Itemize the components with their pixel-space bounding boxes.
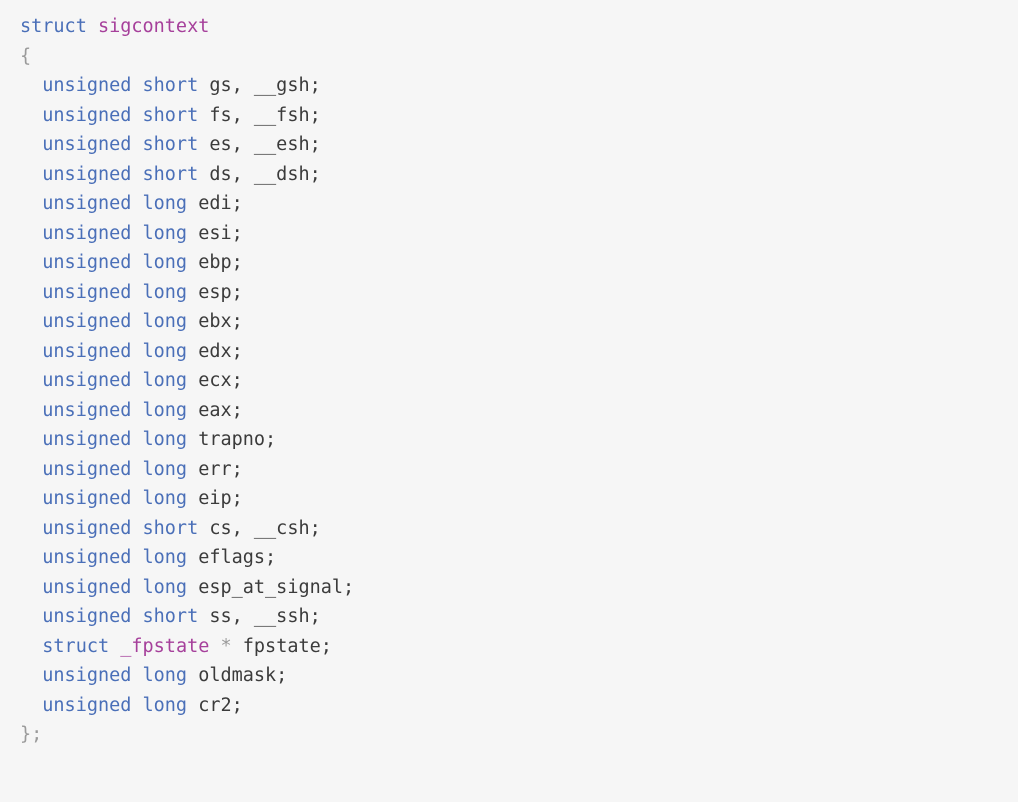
open-brace: { xyxy=(20,45,32,67)
field-type: unsigned short xyxy=(42,134,199,155)
code-line-field: unsigned short fs, __fsh; xyxy=(20,101,1018,131)
field-type: unsigned long xyxy=(42,340,188,362)
field-type: unsigned long xyxy=(42,311,188,332)
field-type: unsigned long xyxy=(42,399,188,421)
field-rest: eax; xyxy=(187,399,243,421)
code-line-field: unsigned long edx; xyxy=(20,337,1018,367)
code-line-field: unsigned long trapno; xyxy=(20,425,1018,455)
field-type: unsigned long xyxy=(42,222,188,244)
field-rest: ecx; xyxy=(187,370,243,391)
field-rest: trapno; xyxy=(187,429,277,450)
field-rest: oldmask; xyxy=(187,665,288,686)
field-type: unsigned long xyxy=(42,576,188,598)
code-line-field: unsigned long ebp; xyxy=(20,248,1018,278)
field-type: unsigned long xyxy=(42,488,188,509)
field-rest: esp_at_signal; xyxy=(187,576,355,598)
field-type: unsigned long xyxy=(42,281,188,303)
field-rest: cr2; xyxy=(187,694,243,716)
code-line-field: unsigned short gs, __gsh; xyxy=(20,71,1018,101)
field-type: unsigned short xyxy=(42,163,199,185)
field-type: unsigned short xyxy=(42,606,199,627)
code-line-field: unsigned long esp; xyxy=(20,278,1018,308)
field-type: unsigned long xyxy=(42,252,188,273)
code-line-field: unsigned long esi; xyxy=(20,219,1018,249)
field-type: unsigned long xyxy=(42,694,188,716)
field-type: unsigned short xyxy=(42,104,199,126)
field-rest: fs, __fsh; xyxy=(198,104,321,126)
field-type: unsigned long xyxy=(42,458,188,480)
field-rest: esi; xyxy=(187,222,243,244)
code-line-field: unsigned short ss, __ssh; xyxy=(20,602,1018,632)
code-line-field: unsigned short cs, __csh; xyxy=(20,514,1018,544)
pointer-star: * xyxy=(209,635,232,657)
field-rest: edx; xyxy=(187,340,243,362)
code-line-field: unsigned long eax; xyxy=(20,396,1018,426)
code-line-field: unsigned long eip; xyxy=(20,484,1018,514)
struct-name: sigcontext xyxy=(97,16,210,37)
field-type: unsigned short xyxy=(42,75,199,96)
code-line-field: unsigned long cr2; xyxy=(20,691,1018,721)
code-line-field: unsigned long esp_at_signal; xyxy=(20,573,1018,603)
fpstate-field-rest: fpstate; xyxy=(231,635,332,657)
field-rest: err; xyxy=(187,458,243,480)
field-rest: eip; xyxy=(187,488,243,509)
field-type: unsigned long xyxy=(42,547,188,568)
code-line-field: unsigned short es, __esh; xyxy=(20,130,1018,160)
field-rest: gs, __gsh; xyxy=(198,75,321,96)
field-type: unsigned short xyxy=(42,517,199,539)
close-brace: } xyxy=(20,724,32,745)
field-rest: ebp; xyxy=(187,252,243,273)
field-rest: ss, __ssh; xyxy=(198,606,321,627)
field-rest: es, __esh; xyxy=(198,134,321,155)
struct-keyword: struct xyxy=(20,16,87,37)
code-line-field: unsigned long eflags; xyxy=(20,543,1018,573)
field-type: unsigned long xyxy=(42,665,188,686)
code-line-field: unsigned short ds, __dsh; xyxy=(20,160,1018,190)
code-line-field: unsigned long ecx; xyxy=(20,366,1018,396)
fpstate-struct-keyword: struct xyxy=(42,635,110,657)
code-line-close-brace: }; xyxy=(20,720,1018,750)
field-type: unsigned long xyxy=(42,370,188,391)
field-type: unsigned long xyxy=(42,429,188,450)
field-rest: eflags; xyxy=(187,547,277,568)
field-rest: ebx; xyxy=(187,311,243,332)
code-line-field: unsigned long oldmask; xyxy=(20,661,1018,691)
code-line-field: unsigned long ebx; xyxy=(20,307,1018,337)
field-type: unsigned long xyxy=(42,193,188,214)
code-line-struct-header: struct sigcontext xyxy=(20,12,1018,42)
terminator-semicolon: ; xyxy=(31,724,43,745)
field-rest: edi; xyxy=(187,193,243,214)
field-rest: esp; xyxy=(187,281,243,303)
code-line-open-brace: { xyxy=(20,42,1018,72)
code-line-field: unsigned long err; xyxy=(20,455,1018,485)
field-rest: cs, __csh; xyxy=(198,517,321,539)
code-line-fpstate-field: struct _fpstate * fpstate; xyxy=(20,632,1018,662)
field-rest: ds, __dsh; xyxy=(198,163,321,185)
code-line-field: unsigned long edi; xyxy=(20,189,1018,219)
fpstate-type-name: _fpstate xyxy=(120,635,210,657)
